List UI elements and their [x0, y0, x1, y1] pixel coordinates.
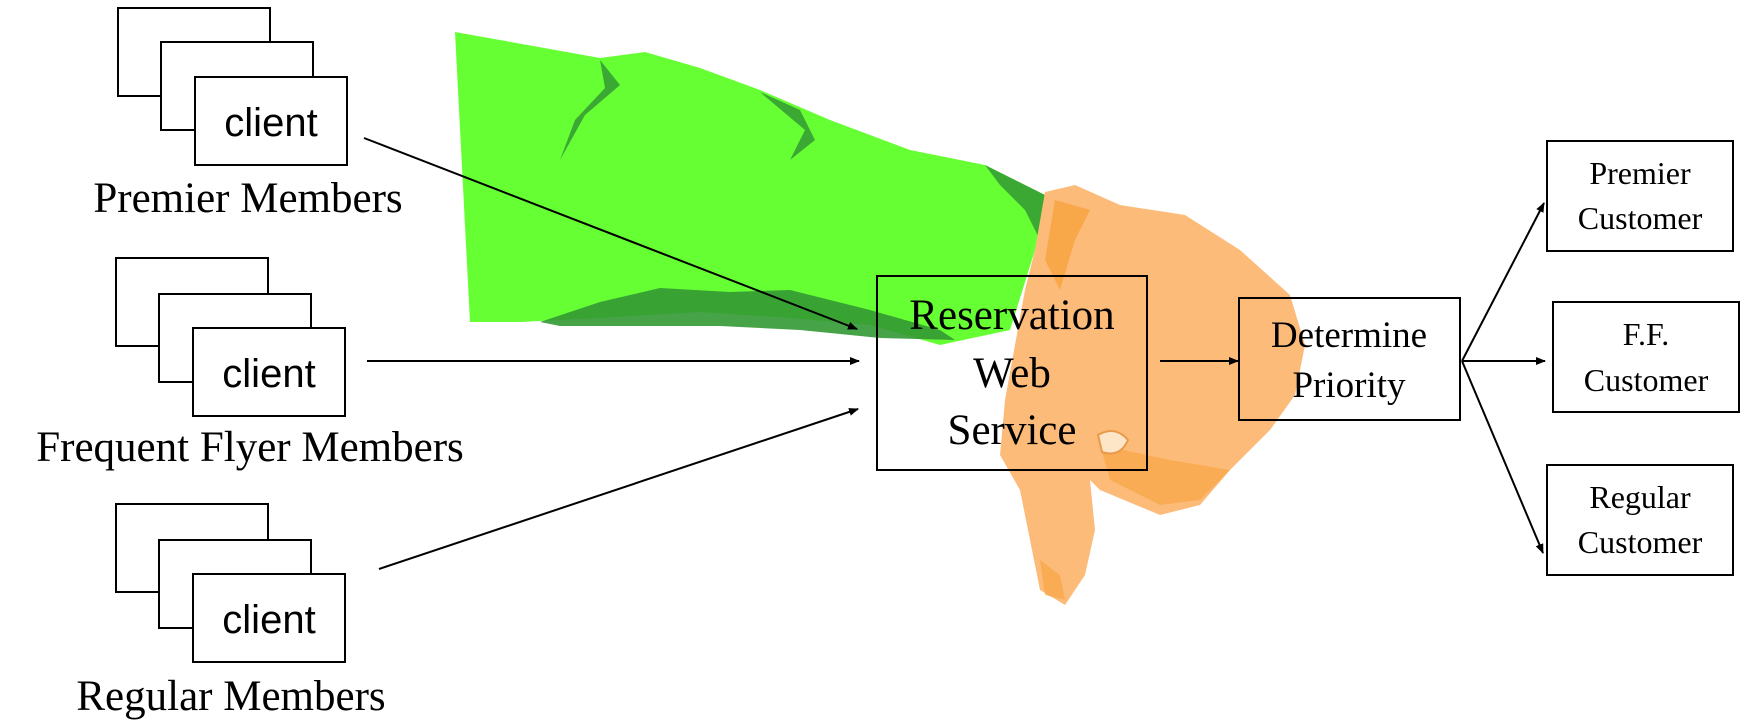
service-line-3: Service: [948, 407, 1077, 454]
service-line-2: Web: [973, 350, 1051, 397]
ff-customer-box: [1552, 301, 1740, 413]
arrow-priority-to-regular: [1461, 360, 1544, 554]
arrow-regular-to-service: [378, 408, 859, 570]
fingernail: [1096, 430, 1130, 455]
determine-priority-box: [1238, 297, 1461, 421]
client-card-front: [194, 76, 348, 166]
client-stack-regular: client: [115, 503, 346, 663]
client-stack-premier: client: [117, 7, 348, 166]
priority-line-1: Determine: [1271, 315, 1427, 356]
priority-line-2: Priority: [1292, 365, 1406, 406]
service-line-1: Reservation: [909, 292, 1114, 339]
client-card-front: [192, 573, 346, 663]
premier-customer-line-2: Customer: [1578, 200, 1703, 236]
client-label: client: [224, 101, 317, 145]
client-label: client: [222, 352, 315, 396]
client-card-front: [192, 327, 346, 417]
ff-customer-line-2: Customer: [1584, 362, 1709, 398]
sleeve-fold-shade: [760, 92, 815, 160]
sleeve-fold-shade: [985, 165, 1045, 240]
arrow-priority-to-premier: [1461, 202, 1545, 362]
thumb-shade: [1040, 560, 1065, 600]
sleeve-fold-shade: [560, 60, 620, 160]
hand-shape: [1000, 185, 1305, 605]
frequent-flyer-members-label: Frequent Flyer Members: [36, 424, 464, 471]
ff-customer-line-1: F.F.: [1623, 316, 1669, 352]
client-label: client: [222, 598, 315, 642]
regular-customer-line-2: Customer: [1578, 524, 1703, 560]
premier-members-label: Premier Members: [93, 175, 402, 222]
reservation-web-service-box: [876, 275, 1148, 471]
regular-members-label: Regular Members: [76, 673, 385, 720]
arrow-premier-to-service: [363, 137, 858, 330]
premier-customer-box: [1546, 140, 1734, 252]
regular-customer-box: [1546, 464, 1734, 576]
sleeve-shape: [455, 32, 1045, 345]
thumbs-down-hand-icon: [455, 32, 1305, 605]
client-stack-frequent-flyer: client: [115, 257, 346, 417]
finger-shade: [1100, 445, 1230, 505]
premier-customer-line-1: Premier: [1589, 155, 1691, 191]
regular-customer-line-1: Regular: [1589, 479, 1691, 515]
knuckle-shade: [1045, 200, 1090, 290]
